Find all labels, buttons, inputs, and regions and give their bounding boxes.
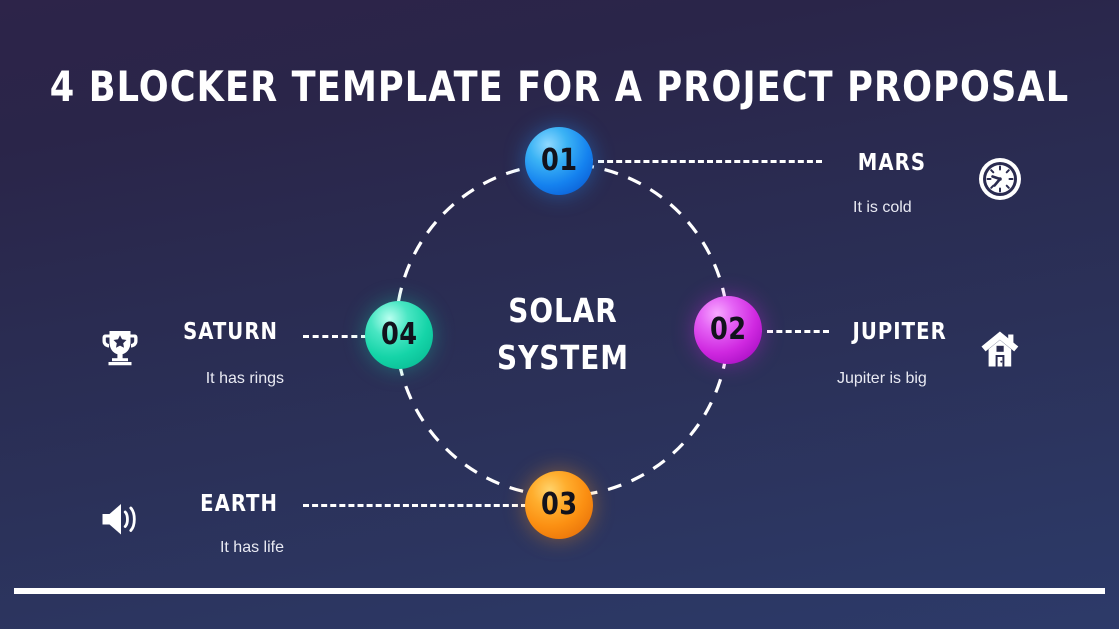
planet-node-02[interactable]: 02	[694, 296, 762, 364]
center-label-line2: SYSTEM	[497, 338, 629, 377]
planet-node-01[interactable]: 01	[525, 127, 593, 195]
house-icon	[981, 331, 1019, 367]
connector-line-03	[303, 504, 527, 507]
planet-node-04[interactable]: 04	[365, 301, 433, 369]
connector-line-02	[767, 330, 829, 333]
page-title: 4 BLOCKER TEMPLATE FOR A PROJECT PROPOSA…	[49, 62, 1070, 111]
node-title-earth: EARTH	[200, 491, 278, 517]
planet-number-02: 02	[709, 311, 747, 347]
node-desc-earth: It has life	[219, 539, 284, 556]
clock-icon	[979, 158, 1021, 200]
planet-node-03[interactable]: 03	[525, 471, 593, 539]
node-desc-mars: It is cold	[853, 199, 912, 216]
planet-number-03: 03	[540, 486, 578, 522]
node-desc-saturn: It has rings	[205, 370, 284, 387]
connector-line-04	[303, 335, 367, 338]
node-title-jupiter: JUPITER	[852, 319, 947, 345]
node-title-mars: MARS	[857, 150, 927, 176]
center-label: SOLAR SYSTEM	[450, 287, 676, 381]
center-label-line1: SOLAR	[508, 291, 618, 330]
planet-number-01: 01	[540, 142, 578, 178]
planet-number-04: 04	[380, 316, 418, 352]
bottom-divider	[14, 588, 1105, 594]
trophy-icon	[102, 331, 138, 366]
node-desc-jupiter: Jupiter is big	[837, 370, 927, 387]
connector-line-01	[598, 160, 822, 163]
node-title-saturn: SATURN	[183, 319, 278, 345]
speaker-icon	[102, 504, 136, 535]
